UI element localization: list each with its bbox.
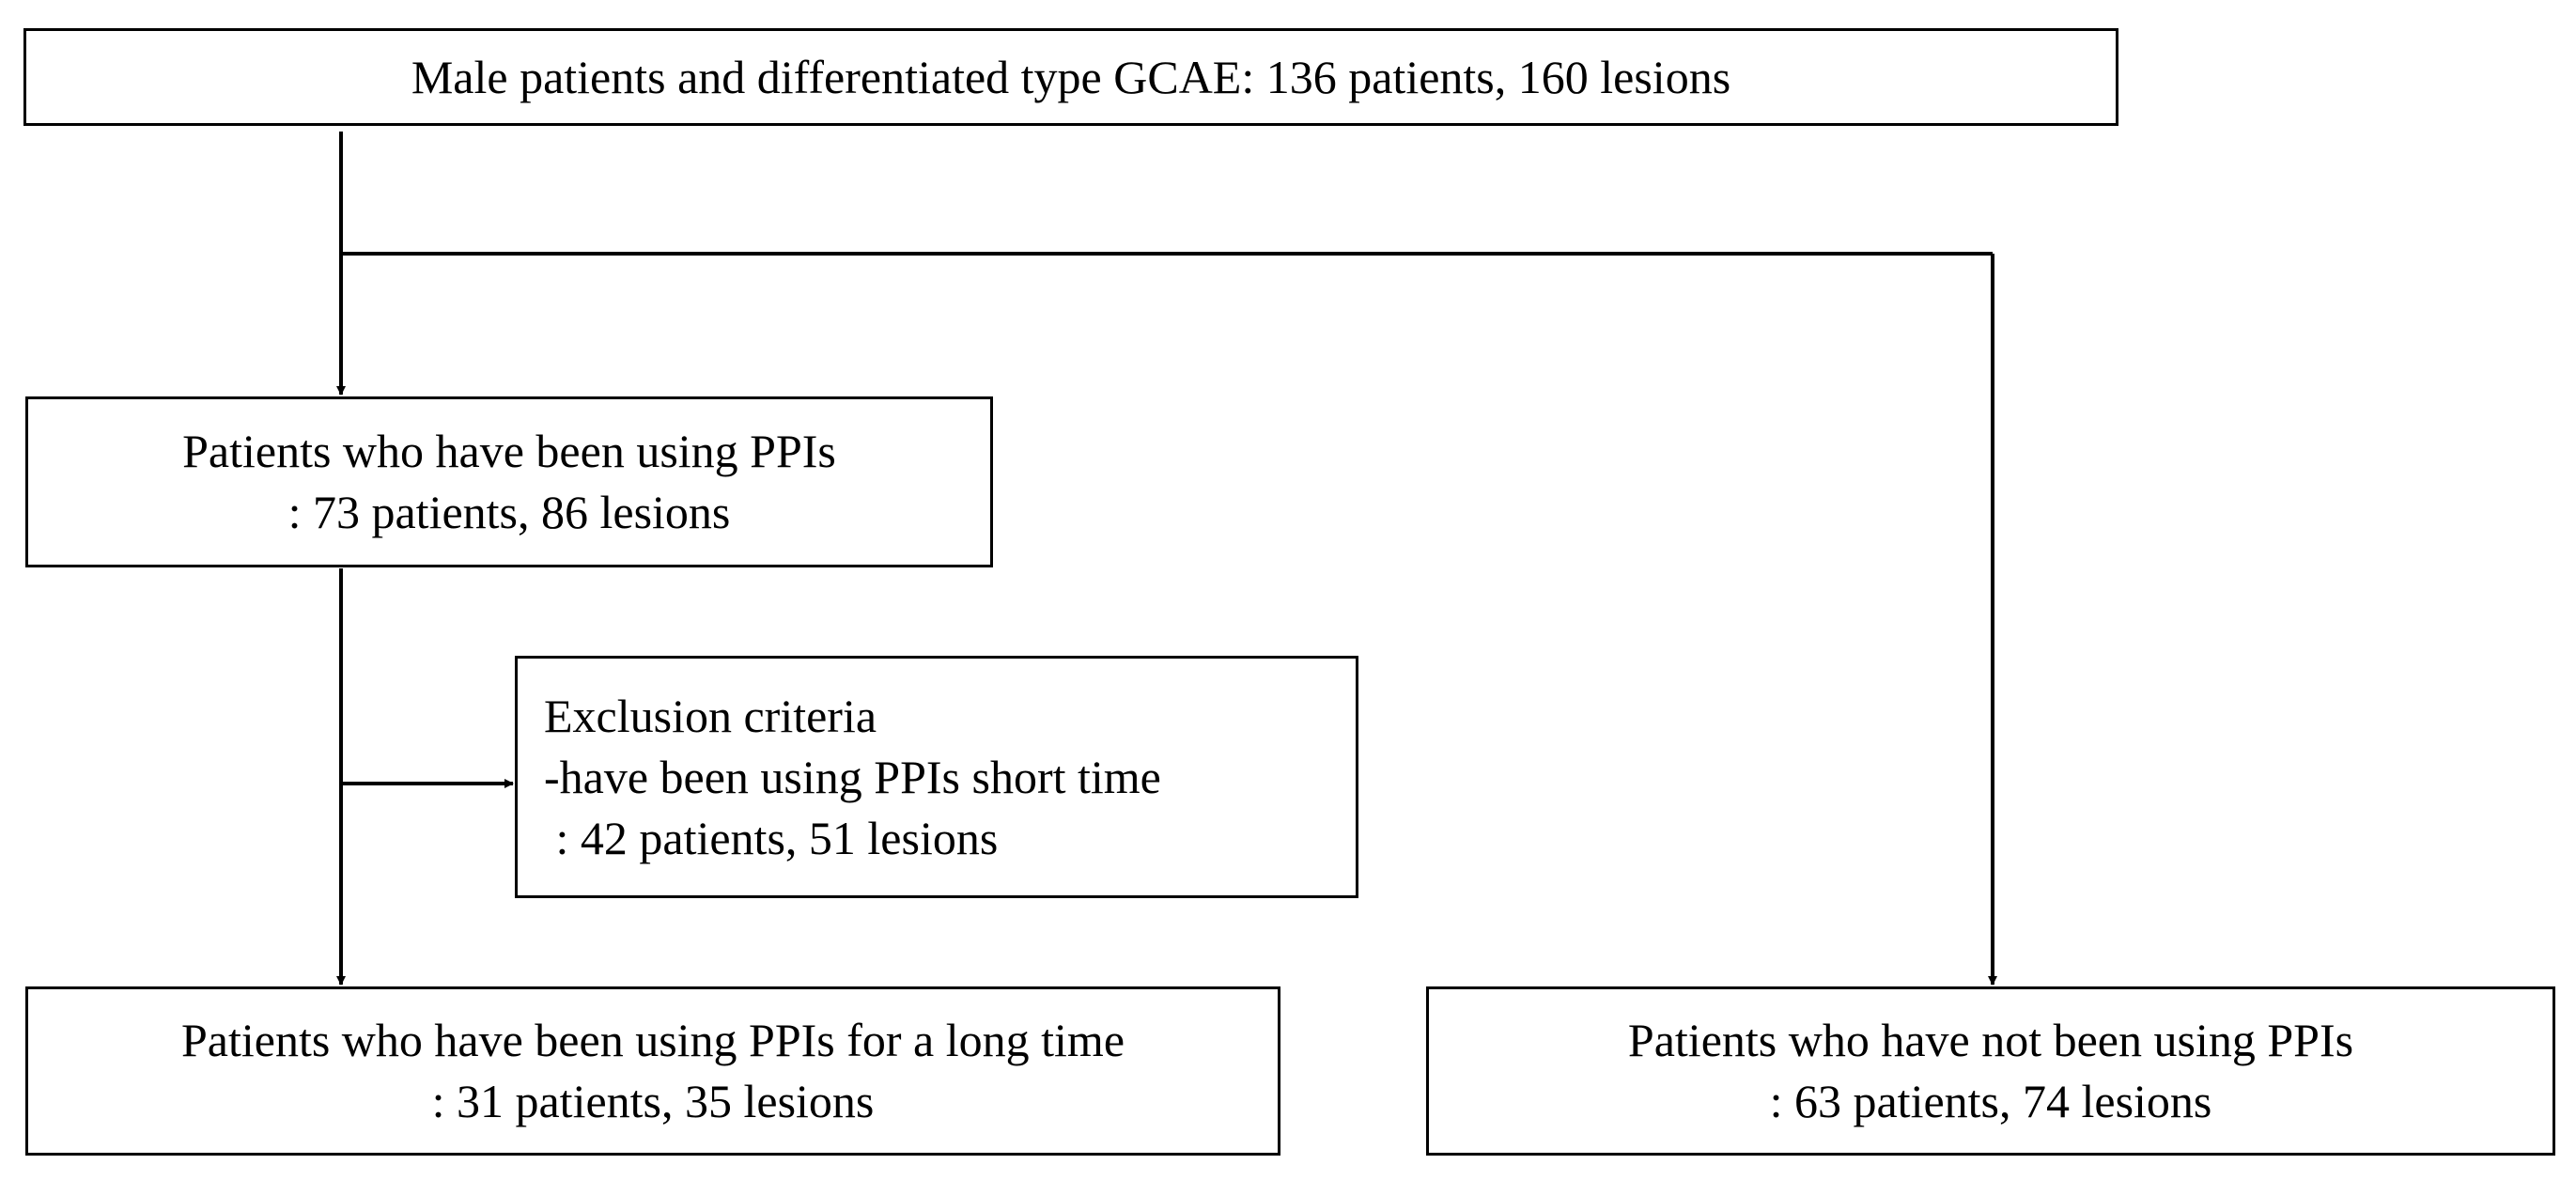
node-ppi-users-line-2: : 73 patients, 86 lesions xyxy=(287,486,731,538)
node-long-term-line-2: : 31 patients, 35 lesions xyxy=(431,1075,875,1127)
node-ppi-users-line-1: Patients who have been using PPIs xyxy=(182,425,836,477)
node-total-line-1: Male patients and differentiated type GC… xyxy=(411,50,1731,103)
node-exclusion-line-3: : 42 patients, 51 lesions xyxy=(544,811,999,864)
node-non-users-line-1: Patients who have not been using PPIs xyxy=(1627,1014,2354,1066)
node-non-users-line-2: : 63 patients, 74 lesions xyxy=(1769,1075,2212,1127)
node-total: Male patients and differentiated type GC… xyxy=(23,28,2118,126)
node-exclusion: Exclusion criteria -have been using PPIs… xyxy=(515,656,1358,898)
node-exclusion-line-2: -have been using PPIs short time xyxy=(544,750,1161,803)
node-long-term: Patients who have been using PPIs for a … xyxy=(25,986,1280,1156)
node-exclusion-line-1: Exclusion criteria xyxy=(544,689,877,742)
node-ppi-users: Patients who have been using PPIs : 73 p… xyxy=(25,396,993,567)
node-long-term-line-1: Patients who have been using PPIs for a … xyxy=(180,1014,1125,1066)
node-non-users: Patients who have not been using PPIs : … xyxy=(1426,986,2555,1156)
